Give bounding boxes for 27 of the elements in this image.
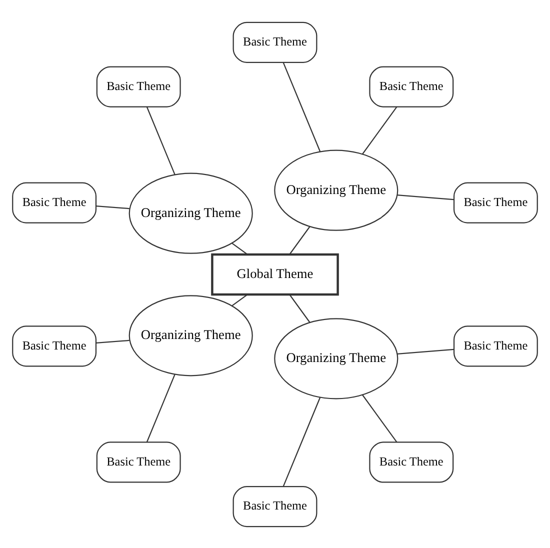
node-box: Global Theme (211, 252, 339, 296)
connector (397, 194, 454, 200)
connector (289, 294, 310, 322)
node-box: Basic Theme (12, 325, 97, 366)
connector (362, 106, 398, 154)
connector (397, 348, 454, 354)
node-box: Basic Theme (232, 21, 318, 62)
node-box: Basic Theme (369, 66, 454, 107)
node-ellipse: Organizing Theme (274, 318, 398, 399)
node-box: Basic Theme (12, 182, 97, 223)
node-box: Basic Theme (453, 182, 538, 223)
node-box: Basic Theme (232, 486, 318, 527)
connector (146, 374, 176, 442)
connector (362, 394, 398, 442)
connector (146, 106, 176, 174)
connector (96, 204, 130, 209)
connector (282, 62, 321, 152)
connector (282, 396, 321, 486)
node-box: Basic Theme (453, 325, 538, 366)
node-box: Basic Theme (369, 441, 454, 482)
node-box: Basic Theme (96, 441, 181, 482)
connector (232, 242, 248, 254)
connector (289, 226, 310, 254)
node-box: Basic Theme (96, 66, 181, 107)
node-ellipse: Organizing Theme (274, 149, 398, 230)
connector (232, 294, 248, 306)
connector (96, 339, 130, 344)
